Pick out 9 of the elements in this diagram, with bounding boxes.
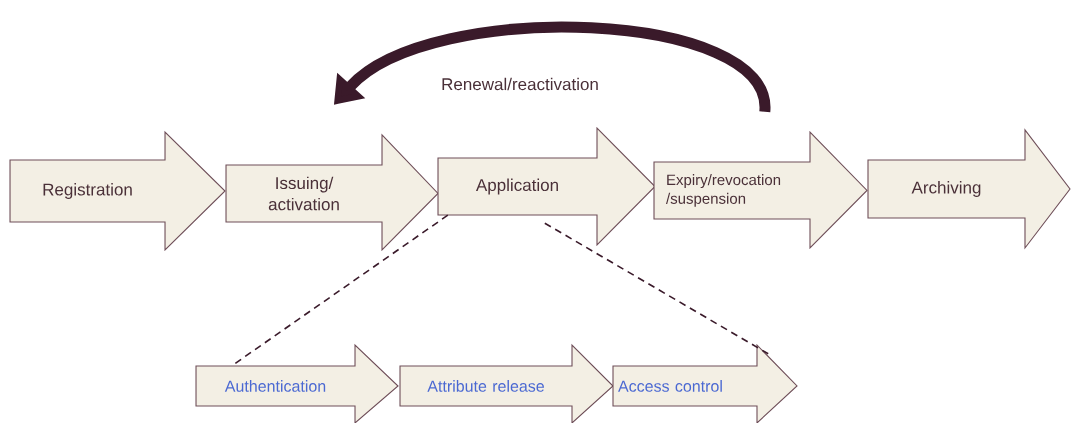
process-step: Registration	[9, 130, 226, 252]
process-step: Attribute release	[399, 343, 614, 423]
process-step: Application	[437, 126, 656, 247]
edge-label: Renewal/reactivation	[439, 75, 601, 93]
process-step: Expiry/revocation /suspension	[653, 130, 868, 250]
process-step: Archiving	[867, 128, 1071, 250]
process-step: Access control	[612, 343, 798, 423]
process-step: Issuing/ activation	[225, 133, 439, 252]
process-step: Authentication	[195, 343, 399, 423]
